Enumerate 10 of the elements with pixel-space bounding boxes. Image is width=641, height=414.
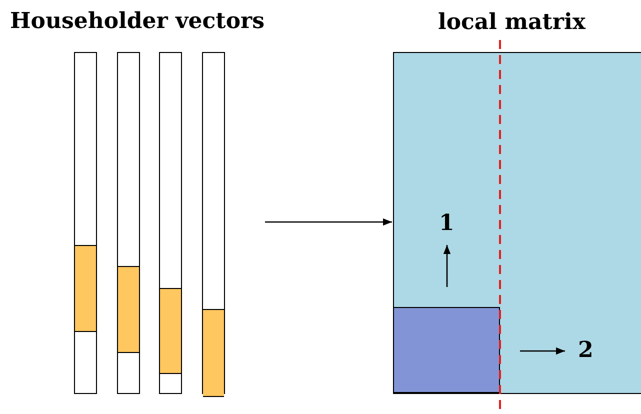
vector-bar — [117, 52, 140, 394]
vector-bar — [74, 52, 97, 394]
direction-number: 1 — [439, 212, 454, 234]
submatrix-block — [393, 307, 500, 393]
heading: local matrix — [438, 11, 586, 33]
vector-bar — [159, 52, 182, 394]
vector-bar — [202, 52, 225, 394]
heading: Householder vectors — [10, 10, 264, 32]
arrow — [265, 218, 392, 226]
direction-number: 2 — [578, 339, 594, 361]
